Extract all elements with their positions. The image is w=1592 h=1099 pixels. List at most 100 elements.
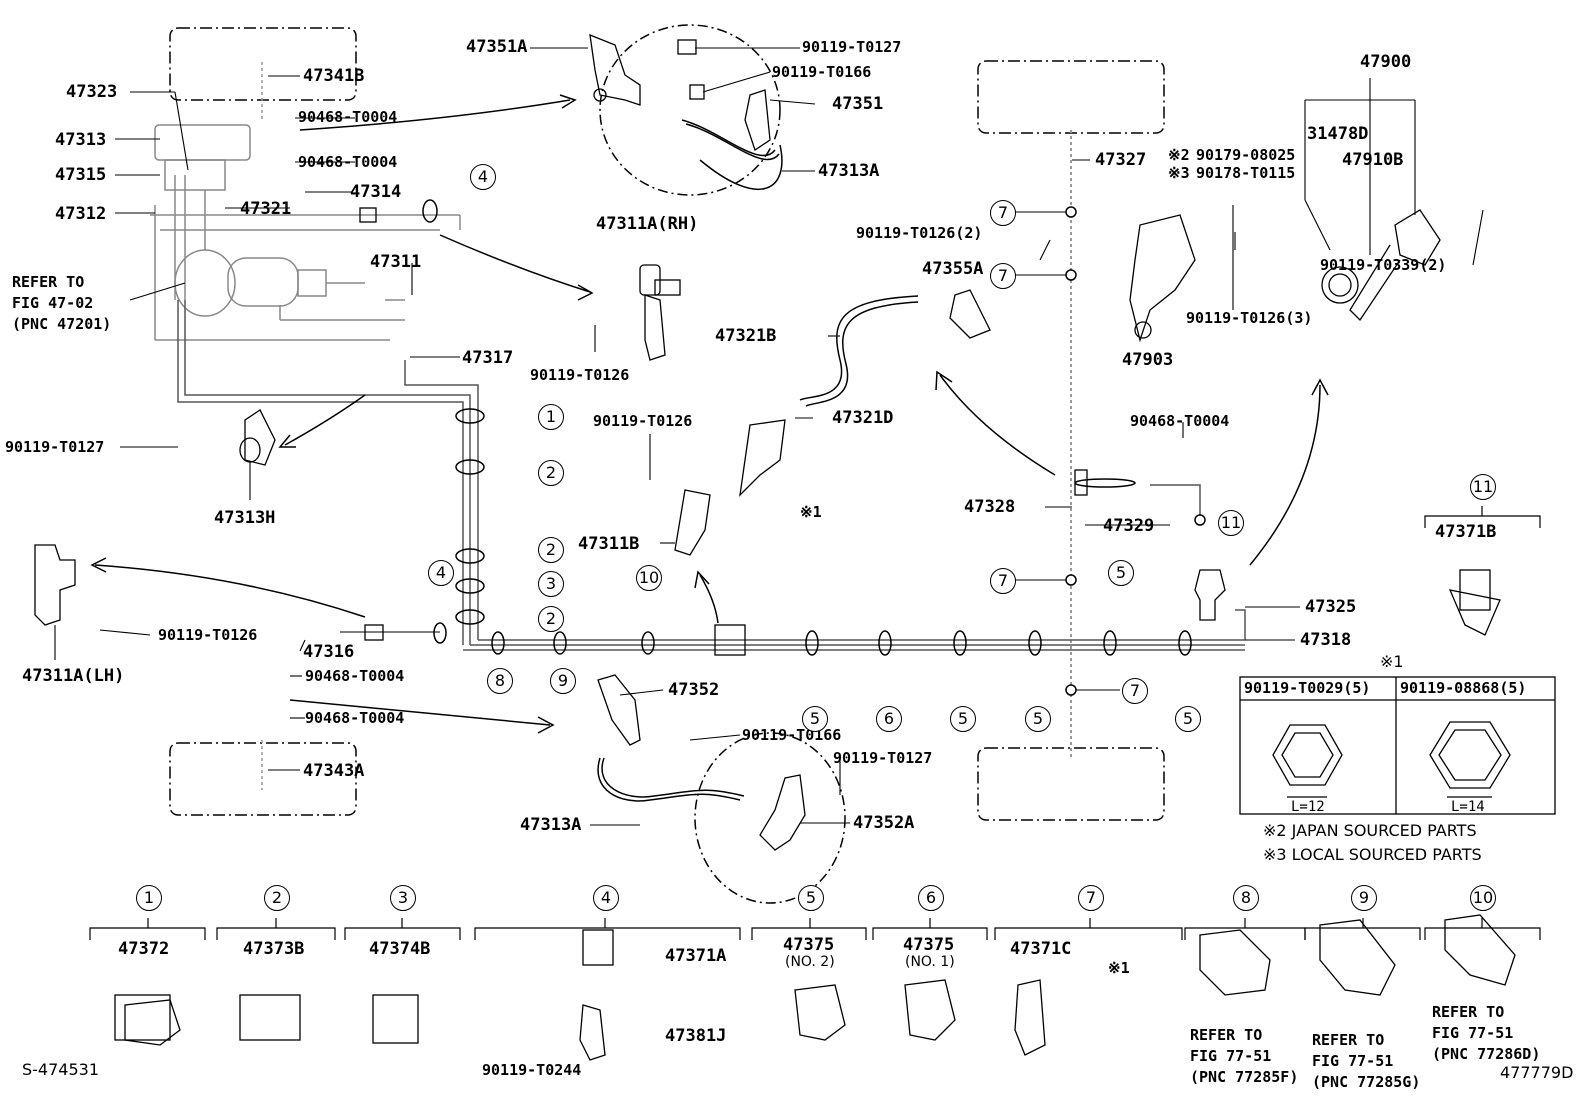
flow-arrows [90,94,1329,734]
label-90468-T0004-a: 90468-T0004 [298,108,398,126]
label-90119-T0126-lh: 90119-T0126 [158,626,258,644]
label-47328: 47328 [964,497,1016,517]
legend-ref-9-line-2: FIG 77-51 [1312,1052,1394,1070]
note-local-sourced: ※3 LOCAL SOURCED PARTS [1263,845,1482,864]
legend-num-7: 7 [1078,885,1104,911]
legend-num-9: 9 [1351,885,1377,911]
legend-num-2: 2 [264,885,290,911]
label-47321: 47321 [240,199,292,219]
legend-num-8: 8 [1233,885,1259,911]
legend-brackets [89,506,1541,940]
clamp-callout-7: 7 [990,263,1016,289]
clamp-callout-2: 2 [538,537,564,563]
legend-ref-8-line-3: (PNC 77285F) [1190,1068,1299,1086]
label-90119-T0166-top: 90119-T0166 [772,63,872,81]
legend-num-6: 6 [918,885,944,911]
legend-ref-9: REFER TO FIG 77-51 (PNC 77285G) [1312,1030,1420,1093]
label-90179-08025: 90179-08025 [1196,146,1296,164]
clamp-callout-7: 7 [990,568,1016,594]
footer-right-code: 477779D [1500,1063,1574,1082]
legend-num-3: 3 [390,885,416,911]
clamp-callout-5: 5 [802,706,828,732]
note-japan-sourced: ※2 JAPAN SOURCED PARTS [1263,821,1477,840]
label-47316: 47316 [303,642,355,662]
clamp-callout-3: 3 [538,571,564,597]
legend-part-7: 47371C [1010,939,1072,959]
label-90468-T0004-b: 90468-T0004 [298,153,398,171]
label-90119-T0127-left: 90119-T0127 [5,438,105,456]
flex-hoses [597,119,919,802]
label-47325: 47325 [1305,597,1357,617]
legend-part-6: 47375 [903,935,955,955]
legend-ref-10-line-1: REFER TO [1432,1003,1505,1021]
label-47312: 47312 [55,204,107,224]
legend-ref-8-line-1: REFER TO [1190,1026,1263,1044]
mark-1-bolt: ※1 [800,503,822,521]
mark-2: ※2 [1168,146,1190,164]
label-47327: 47327 [1095,150,1147,170]
part-shapes [34,33,1516,1061]
label-47321D: 47321D [832,408,894,428]
label-90119-T0126-rh: 90119-T0126 [530,366,630,384]
clamp-callout-2: 2 [538,460,564,486]
bolt-table-header-1: 90119-T0029(5) [1244,679,1371,697]
legend-ref-8-line-2: FIG 77-51 [1190,1047,1272,1065]
refer-line-1: REFER TO [12,273,85,291]
label-47351A: 47351A [466,37,528,57]
label-47313H: 47313H [214,508,276,528]
label-90119-T0126-mid: 90119-T0126 [593,412,693,430]
refer-line-3: (PNC 47201) [12,315,112,333]
label-90119-T0127-bot: 90119-T0127 [833,749,933,767]
leader-lines [54,47,1484,826]
legend-num-10: 10 [1470,885,1496,911]
master-cylinder [150,124,461,341]
legend-part-4-bolt: 90119-T0244 [482,1061,582,1079]
bolt-dim-2: L=14 [1451,799,1485,815]
label-47903: 47903 [1122,350,1174,370]
footer-left-code: S-474531 [22,1060,100,1079]
clamp-callout-11: 11 [1218,510,1244,536]
legend-part-1: 47372 [118,939,170,959]
label-47313A-top: 47313A [818,161,880,181]
label-47352: 47352 [668,680,720,700]
legend-ref-10-line-2: FIG 77-51 [1432,1024,1514,1042]
clamp-callout-9: 9 [550,668,576,694]
label-47355A: 47355A [922,259,984,279]
label-47317: 47317 [462,348,514,368]
legend-num-5: 5 [798,885,824,911]
legend-ref-10: REFER TO FIG 77-51 (PNC 77286D) [1432,1002,1540,1065]
label-47313A-bot: 47313A [520,815,582,835]
label-90468-T0004-d: 90468-T0004 [305,709,405,727]
label-90119-T0126-2: 90119-T0126(2) [856,224,983,242]
label-47343A: 47343A [303,761,365,781]
clamp-callout-6: 6 [876,706,902,732]
clamp-callout-4: 4 [470,164,496,190]
label-47311A-RH: 47311A(RH) [596,214,699,234]
legend-part-2: 47373B [243,939,305,959]
legend-part-4-bracket: 47381J [665,1026,727,1046]
label-47315: 47315 [55,165,107,185]
legend-ref-9-line-3: (PNC 77285G) [1312,1073,1421,1091]
legend-note-6: (NO. 1) [905,954,955,970]
clamp-callout-7: 7 [990,200,1016,226]
clamp-callout-11: 11 [1470,474,1496,500]
label-31478D: 31478D [1307,124,1369,144]
label-47313: 47313 [55,130,107,150]
label-47323: 47323 [66,82,118,102]
legend-part-4-clip: 47371A [665,946,727,966]
legend-mark-7: ※1 [1108,959,1130,977]
label-47311: 47311 [370,252,422,272]
legend-ref-9-line-1: REFER TO [1312,1031,1385,1049]
label-47900: 47900 [1360,52,1412,72]
clamp-callout-5: 5 [1108,560,1134,586]
label-90468-T0004-c: 90468-T0004 [305,667,405,685]
clamp-callout-4: 4 [428,560,454,586]
clamp-callout-10: 10 [636,565,662,591]
clamp-callout-1: 1 [538,404,564,430]
label-47318: 47318 [1300,630,1352,650]
label-90119-T0339-2: 90119-T0339(2) [1320,256,1447,274]
label-90468-T0004-e: 90468-T0004 [1130,412,1230,430]
bolt-table-lines [1239,676,1556,815]
legend-note-5: (NO. 2) [785,954,835,970]
label-47329: 47329 [1103,516,1155,536]
